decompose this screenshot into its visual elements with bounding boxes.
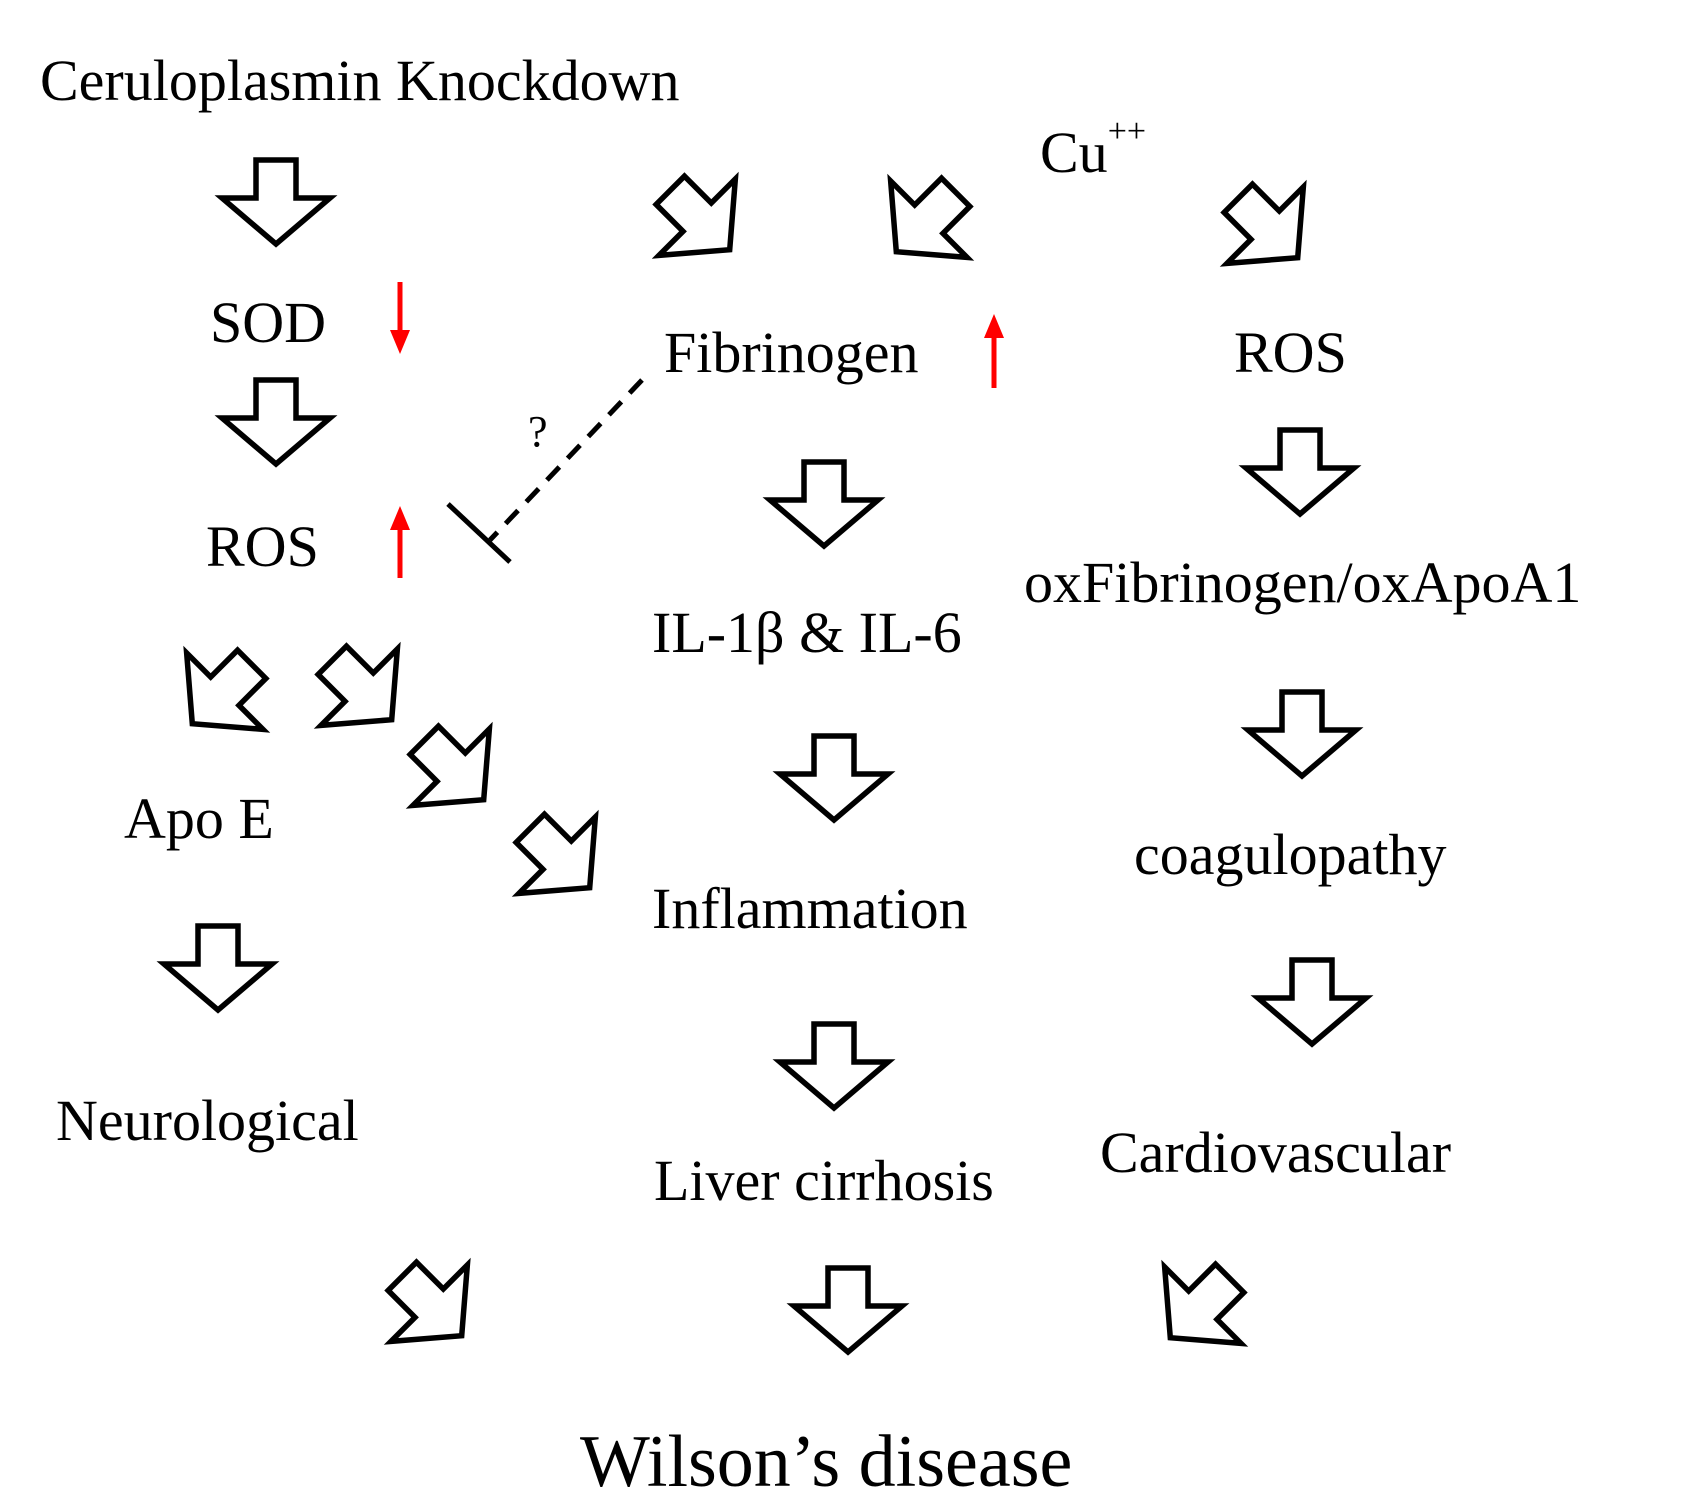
arrow-liver-to-wilsons [794,1268,902,1352]
arrow-il-to-inflammation [780,736,888,820]
arrow-cardiovascular-to-wilsons [1132,1240,1268,1376]
arrow-inflammation-to-liver [780,1024,888,1108]
inhibition-question-mark: ? [528,407,548,456]
node-cu-base: Cu [1040,120,1108,185]
arrow-ox-fibrinogen-to-coagulopathy [1248,692,1356,776]
node-il: IL-1β & IL-6 [652,600,962,665]
arrow-cu-to-ros [1200,160,1336,296]
arrow-neurological-to-wilsons [364,1238,500,1374]
arrow-fibrinogen-to-il [770,462,878,546]
node-inflammation: Inflammation [652,876,968,941]
node-apo-e: Apo E [124,786,274,851]
node-liver-cirrhosis: Liver cirrhosis [654,1148,994,1213]
node-cu: Cu++ [1040,113,1146,185]
arrow-knockdown-to-sod [222,160,330,244]
arrow-ros-to-inflammation-2 [386,702,522,838]
arrow-knockdown-to-fibrinogen [632,152,768,288]
node-cardiovascular: Cardiovascular [1100,1120,1451,1185]
arrow-cu-to-fibrinogen [858,154,994,290]
fibrinogen-up-indicator [984,314,1004,388]
node-wilsons-disease: Wilson’s disease [580,1421,1072,1503]
fibrinogen-ros-inhibition-line [446,378,644,564]
arrow-ros-to-apo-e [154,626,290,762]
sod-down-indicator [390,282,410,354]
arrow-ros-to-inflammation-1 [294,622,430,758]
node-ceruloplasmin-knockdown: Ceruloplasmin Knockdown [40,48,680,113]
node-sod: SOD [210,290,326,355]
ros-up-indicator [390,506,410,578]
node-ros-left: ROS [206,514,319,579]
arrow-apo-e-to-neurological [164,926,272,1010]
node-ros-right: ROS [1234,320,1347,385]
node-ox-fibrinogen: oxFibrinogen/oxApoA1 [1024,550,1581,615]
node-fibrinogen: Fibrinogen [664,320,919,385]
arrow-sod-to-ros [222,380,330,464]
node-cu-superscript: ++ [1108,113,1146,150]
arrow-ros-to-inflammation-3 [492,790,628,926]
arrow-coagulopathy-to-cardiovascular [1258,960,1366,1044]
node-coagulopathy: coagulopathy [1134,822,1446,887]
node-neurological: Neurological [56,1088,359,1153]
arrow-ros-to-ox-fibrinogen [1246,430,1354,514]
